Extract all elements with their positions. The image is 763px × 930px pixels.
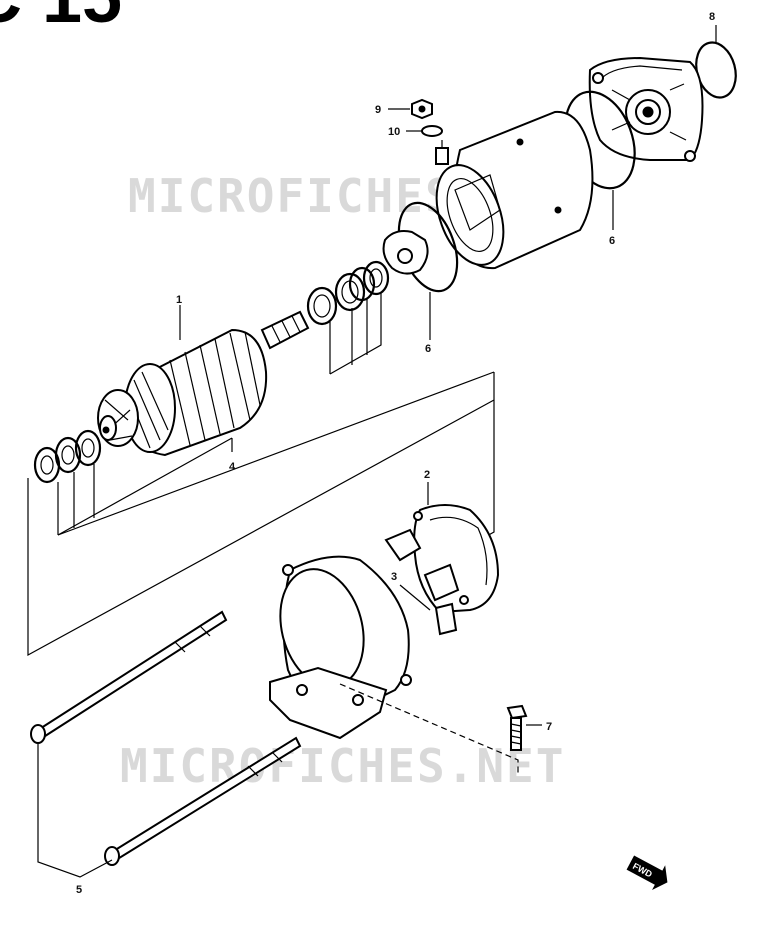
through-bolts-part-5: [30, 610, 302, 866]
leader-5: [37, 742, 113, 878]
fwd-arrow-icon: FWD: [626, 855, 668, 890]
callout-1: 1: [176, 294, 182, 306]
callout-9: 9: [375, 104, 381, 116]
bracket-part-4-top: [57, 371, 495, 536]
callout-5: 5: [76, 884, 82, 896]
callout-6-lower: 6: [425, 343, 431, 355]
alignment-line: [339, 683, 519, 773]
page-title: C 15: [0, 0, 122, 38]
nut-part-9: [411, 98, 433, 120]
callout-2: 2: [424, 469, 430, 481]
armature-part-1: [97, 310, 310, 457]
callout-7: 7: [546, 721, 552, 733]
end-frame: [588, 56, 704, 162]
callout-3: 3: [391, 571, 397, 583]
bolt-part-7: [506, 704, 528, 751]
front-washers: [33, 429, 102, 484]
washer-part-10: [421, 125, 443, 137]
leader-washers-front: [57, 437, 233, 536]
callout-10: 10: [388, 126, 400, 138]
rear-washers: [306, 260, 390, 326]
leader-3: [399, 584, 431, 611]
callout-8: 8: [709, 11, 715, 23]
callout-6-upper: 6: [609, 235, 615, 247]
watermark-bottom: MICROFICHES.NET: [120, 739, 565, 793]
callout-4: 4: [229, 461, 236, 473]
leader-washers-rear: [329, 292, 382, 375]
yoke-housing: [435, 110, 594, 270]
drive-housing: [269, 555, 412, 740]
brush-holder-part-2: [384, 504, 500, 636]
